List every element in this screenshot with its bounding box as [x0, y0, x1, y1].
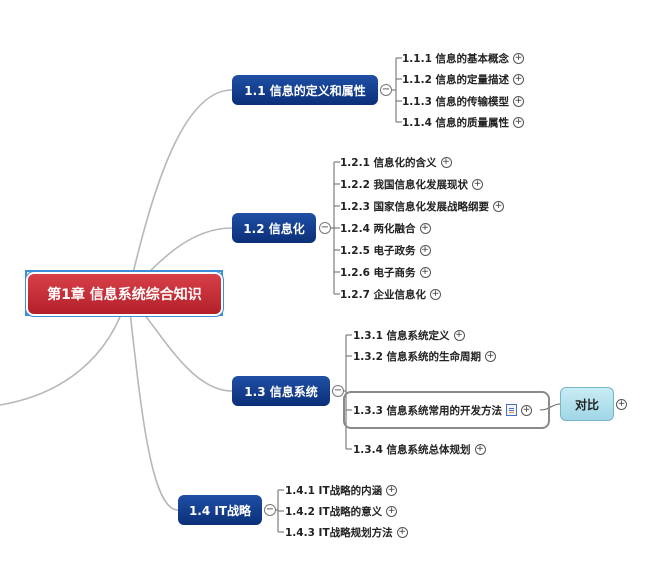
topic-label: 1.1.4 信息的质量属性	[402, 116, 510, 129]
link-root-left	[0, 293, 129, 406]
topic-label: 1.4.3 IT战略规划方法	[285, 526, 393, 539]
topic-1-3-3[interactable]: 1.3.3 信息系统常用的开发方法 +	[353, 402, 533, 418]
expand-icon[interactable]: +	[386, 484, 398, 496]
topic-label: 1.2.4 两化融合	[340, 222, 416, 235]
branch-1-2[interactable]: 1.2 信息化	[232, 213, 316, 243]
collapse-icon[interactable]: −	[319, 222, 331, 234]
topic-1-3-2[interactable]: 1.3.2 信息系统的生命周期+	[353, 348, 497, 364]
topic-label: 1.2.7 企业信息化	[340, 288, 427, 301]
topic-1-3-4[interactable]: 1.3.4 信息系统总体规划+	[353, 441, 486, 457]
root-topic[interactable]: 第1章 信息系统综合知识	[28, 274, 221, 314]
expand-icon[interactable]: +	[493, 200, 505, 212]
topic-label: 1.2.1 信息化的含义	[340, 156, 437, 169]
topic-1-4-2[interactable]: 1.4.2 IT战略的意义+	[285, 503, 398, 519]
root-selection-frame	[25, 270, 223, 316]
topic-label: 1.2.2 我国信息化发展现状	[340, 178, 469, 191]
topic-1-3-1[interactable]: 1.3.1 信息系统定义+	[353, 327, 465, 343]
expand-icon[interactable]: +	[419, 244, 431, 256]
topic-label: 1.3.1 信息系统定义	[353, 329, 450, 342]
topic-1-2-5[interactable]: 1.2.5 电子政务+	[340, 242, 431, 258]
topic-1-2-1[interactable]: 1.2.1 信息化的含义+	[340, 154, 452, 170]
expand-icon[interactable]: +	[474, 443, 486, 455]
branch-label: 1.3 信息系统	[244, 384, 318, 399]
expand-icon[interactable]: +	[513, 52, 525, 64]
topic-label: 1.1.2 信息的定量描述	[402, 73, 510, 86]
expand-icon[interactable]: +	[386, 505, 398, 517]
root-topic-label: 第1章 信息系统综合知识	[47, 287, 202, 303]
note-icon[interactable]	[506, 404, 518, 416]
branch-label: 1.2 信息化	[243, 221, 305, 236]
topic-1-1-1[interactable]: 1.1.1 信息的基本概念+	[402, 50, 525, 66]
topic-label: 1.4.2 IT战略的意义	[285, 505, 383, 518]
expand-icon[interactable]: +	[430, 288, 442, 300]
topic-label: 1.2.5 电子政务	[340, 244, 416, 257]
topic-label: 1.3.3 信息系统常用的开发方法	[353, 404, 503, 417]
collapse-icon[interactable]: −	[332, 385, 344, 397]
topic-1-2-7[interactable]: 1.2.7 企业信息化+	[340, 286, 442, 302]
callout-expand[interactable]: +	[612, 396, 627, 412]
expand-icon[interactable]: +	[396, 526, 408, 538]
topic-1-1-4[interactable]: 1.1.4 信息的质量属性+	[402, 114, 525, 130]
topic-label: 1.3.2 信息系统的生命周期	[353, 350, 482, 363]
topic-highlight-frame	[343, 391, 550, 429]
branch-1-4[interactable]: 1.4 IT战略	[178, 495, 262, 525]
expand-icon[interactable]: +	[419, 266, 431, 278]
expand-icon[interactable]: +	[472, 178, 484, 190]
callout-compare[interactable]: 对比	[560, 387, 614, 421]
collapse-icon[interactable]: −	[264, 504, 276, 516]
topic-1-4-3[interactable]: 1.4.3 IT战略规划方法+	[285, 524, 408, 540]
topic-1-1-2[interactable]: 1.1.2 信息的定量描述+	[402, 71, 525, 87]
expand-icon[interactable]: +	[513, 95, 525, 107]
link-root-1-4	[127, 293, 179, 511]
topic-label: 1.3.4 信息系统总体规划	[353, 443, 471, 456]
topic-label: 1.1.1 信息的基本概念	[402, 52, 510, 65]
expand-icon[interactable]: +	[485, 350, 497, 362]
topic-1-2-4[interactable]: 1.2.4 两化融合+	[340, 220, 431, 236]
expand-icon[interactable]: +	[453, 329, 465, 341]
topic-label: 1.1.3 信息的传输模型	[402, 95, 510, 108]
branch-label: 1.4 IT战略	[188, 503, 252, 518]
expand-icon[interactable]: +	[513, 116, 525, 128]
topic-1-2-2[interactable]: 1.2.2 我国信息化发展现状+	[340, 176, 484, 192]
collapse-icon[interactable]: −	[380, 84, 392, 96]
branch-label: 1.1 信息的定义和属性	[244, 83, 366, 98]
topic-1-2-6[interactable]: 1.2.6 电子商务+	[340, 264, 431, 280]
branch-1-3[interactable]: 1.3 信息系统	[232, 376, 330, 406]
topic-1-4-1[interactable]: 1.4.1 IT战略的内涵+	[285, 482, 398, 498]
expand-icon[interactable]: +	[521, 404, 533, 416]
branch-1-1[interactable]: 1.1 信息的定义和属性	[232, 75, 378, 105]
expand-icon[interactable]: +	[616, 398, 627, 410]
topic-label: 1.2.6 电子商务	[340, 266, 416, 279]
expand-icon[interactable]: +	[513, 73, 525, 85]
topic-label: 1.2.3 国家信息化发展战略纲要	[340, 200, 490, 213]
callout-label: 对比	[574, 397, 599, 412]
topic-1-2-3[interactable]: 1.2.3 国家信息化发展战略纲要+	[340, 198, 505, 214]
topic-label: 1.4.1 IT战略的内涵	[285, 484, 383, 497]
topic-1-1-3[interactable]: 1.1.3 信息的传输模型+	[402, 93, 525, 109]
expand-icon[interactable]: +	[440, 156, 452, 168]
expand-icon[interactable]: +	[419, 222, 431, 234]
link-root-1-1	[127, 89, 233, 295]
